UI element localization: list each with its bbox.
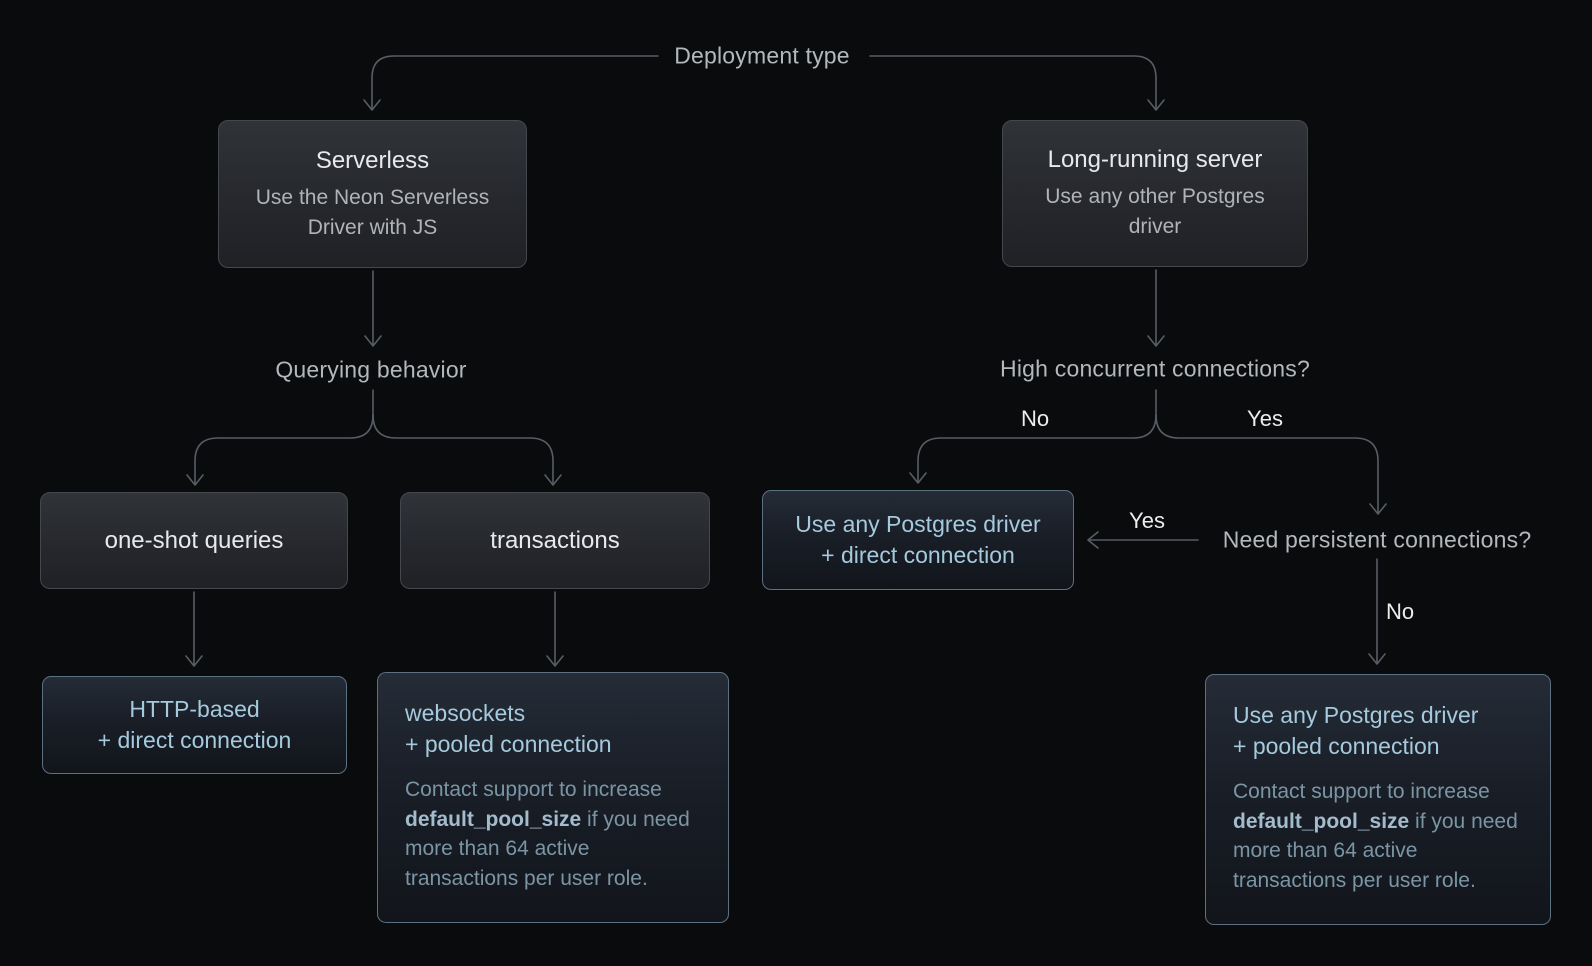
card-http-direct-connection: HTTP-based + direct connection [42, 676, 347, 774]
card-serverless-title: Serverless [315, 146, 430, 174]
note-code-term: default_pool_size [405, 807, 582, 831]
edge-longrunning-to-highconcurrent [1147, 269, 1165, 347]
edge-oneshot-to-http [185, 591, 203, 667]
card-one-shot-queries: one-shot queries [40, 492, 348, 589]
edge-serverless-to-querying [364, 270, 382, 347]
card-transactions: transactions [400, 492, 710, 589]
note-code-term: default_pool_size [1233, 809, 1410, 833]
edge-deployment-to-serverless [363, 55, 659, 111]
note-text: if you need more than 64 active transact… [405, 807, 690, 890]
edge-highconcurrent-fork [909, 389, 1387, 515]
edge-persistent-yes-to-direct [1087, 531, 1199, 549]
arrowhead-down-icon [364, 335, 382, 347]
card-pooled-line1: Use any Postgres driver [1233, 702, 1479, 728]
arrowhead-down-icon [363, 99, 381, 111]
card-websockets-line1: websockets [405, 700, 526, 726]
arrowhead-down-icon [1368, 653, 1386, 665]
edge-deployment-to-longrunning [869, 55, 1165, 111]
card-http-line2: + direct connection [97, 727, 292, 753]
edge-transactions-to-websockets [546, 591, 564, 667]
card-pooled-line2: + pooled connection [1233, 733, 1440, 759]
branch-label-persistent-no: No [1385, 599, 1415, 624]
card-long-running-title: Long-running server [1047, 146, 1263, 173]
card-long-running-subtitle: Use any other Postgres driver [1045, 185, 1265, 238]
label-high-concurrent-connections: High concurrent connections? [1000, 355, 1310, 382]
arrowhead-down-icon [544, 474, 562, 486]
note-text: Contact support to increase [405, 778, 662, 801]
card-long-running-server: Long-running server Use any other Postgr… [1002, 120, 1308, 267]
card-direct-line1: Use any Postgres driver [795, 511, 1041, 537]
card-one-shot-title: one-shot queries [104, 526, 284, 554]
card-websockets-note: Contact support to increase default_pool… [405, 775, 701, 893]
edge-querying-fork [186, 389, 562, 486]
label-querying-behavior: Querying behavior [275, 356, 467, 383]
branch-label-yes: Yes [1247, 406, 1283, 431]
note-text: if you need more than 64 active transact… [1233, 809, 1518, 892]
card-websockets-line2: + pooled connection [405, 731, 612, 757]
arrowhead-down-icon [186, 474, 204, 486]
card-serverless-subtitle: Use the Neon Serverless Driver with JS [255, 185, 490, 239]
arrowhead-down-icon [909, 472, 927, 484]
arrowhead-down-icon [1147, 335, 1165, 347]
note-text: Contact support to increase [1233, 780, 1490, 803]
arrowhead-down-icon [546, 655, 564, 667]
card-any-driver-pooled-connection: Use any Postgres driver + pooled connect… [1205, 674, 1551, 925]
edge-persistent-no-to-pooled [1368, 558, 1386, 665]
arrowhead-down-icon [1147, 99, 1165, 111]
label-deployment-type: Deployment type [674, 42, 850, 69]
arrowhead-down-icon [1369, 503, 1387, 515]
card-pooled-note: Contact support to increase default_pool… [1233, 777, 1524, 895]
card-transactions-title: transactions [490, 526, 620, 554]
card-serverless: Serverless Use the Neon Serverless Drive… [218, 120, 527, 268]
arrowhead-left-icon [1087, 531, 1099, 549]
branch-label-no: No [1020, 406, 1050, 431]
card-websockets-pooled-connection: websockets + pooled connection Contact s… [377, 672, 729, 923]
arrowhead-down-icon [185, 655, 203, 667]
branch-label-persistent-yes: Yes [1129, 508, 1165, 533]
card-http-line1: HTTP-based [129, 696, 260, 722]
card-direct-line2: + direct connection [821, 542, 1015, 568]
card-any-driver-direct-connection: Use any Postgres driver + direct connect… [762, 490, 1074, 590]
label-need-persistent-connections: Need persistent connections? [1222, 526, 1532, 553]
